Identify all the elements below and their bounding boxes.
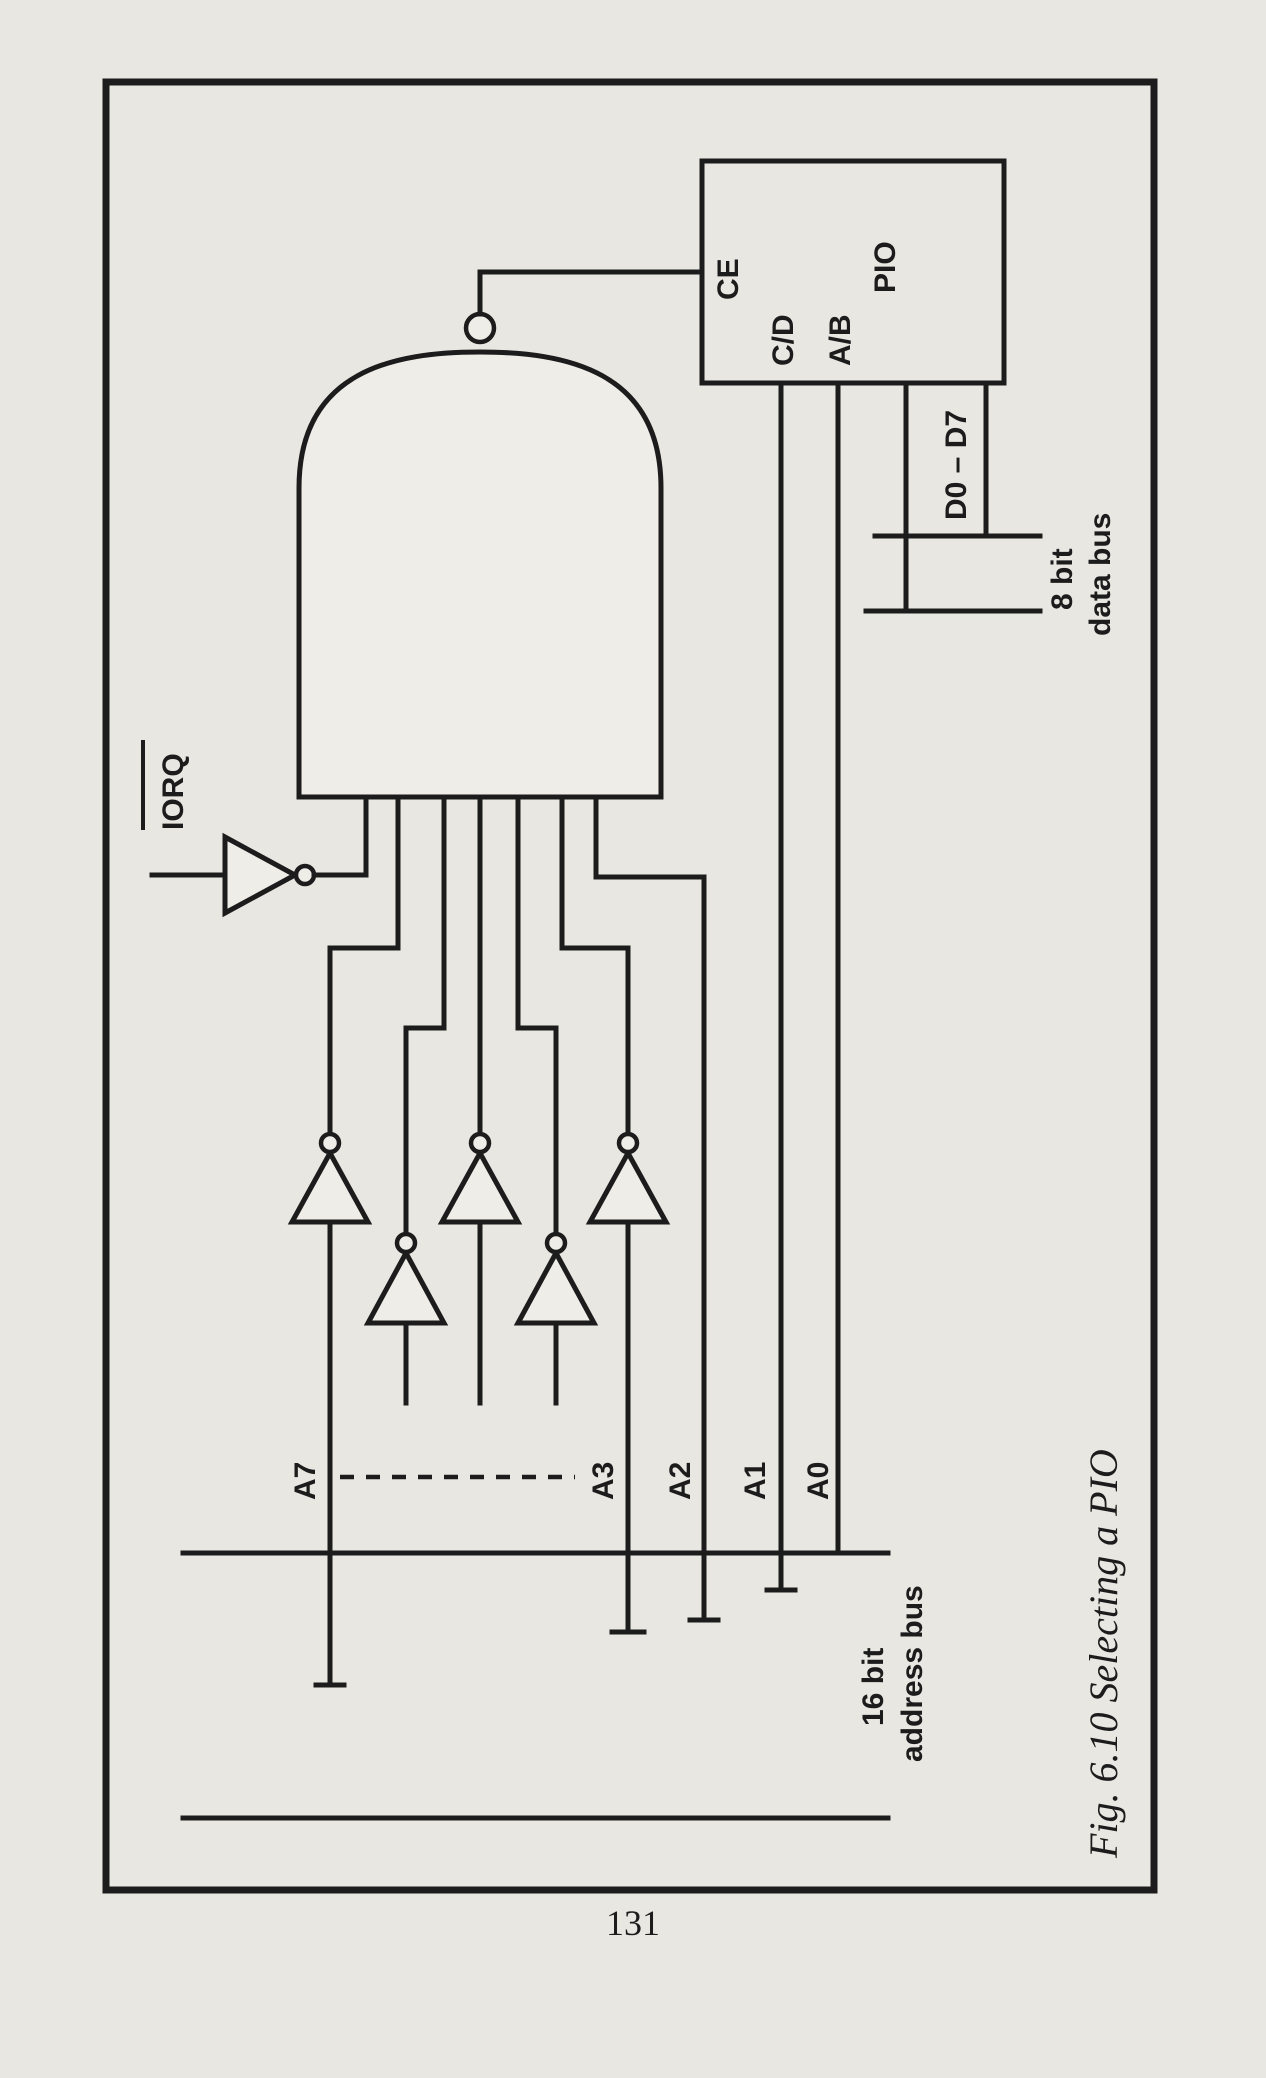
label-ce: CE: [712, 258, 745, 300]
label-pio: PIO: [869, 241, 902, 293]
page-number: 131: [606, 1903, 660, 1943]
inverter-a3: [585, 1131, 671, 1225]
inverter-a7: [287, 1131, 373, 1225]
label-address-bus-2: address bus: [896, 1585, 929, 1762]
label-data-bus-1: 8 bit: [1046, 548, 1079, 610]
nand-output-bubble: [463, 311, 497, 345]
address-bus: [180, 1550, 891, 1821]
label-a1: A1: [739, 1462, 772, 1500]
label-ab: A/B: [824, 314, 857, 366]
ce-wire: [477, 269, 705, 317]
label-data-bus-2: data bus: [1084, 513, 1117, 636]
inverter-4: [513, 1231, 599, 1326]
iorq-inverter: [149, 794, 369, 918]
label-a2: A2: [664, 1462, 697, 1500]
label-address-bus-1: 16 bit: [857, 1648, 890, 1726]
nand-gate: [296, 349, 664, 800]
label-a3: A3: [587, 1462, 620, 1500]
inverter-input-wires: [313, 1219, 721, 1688]
figure-caption: Fig. 6.10 Selecting a PIO: [1081, 1449, 1126, 1859]
data-lines: [903, 380, 989, 614]
figure-frame: [102, 78, 1158, 1894]
data-bus: [863, 533, 1043, 614]
label-cd: C/D: [767, 314, 800, 366]
label-d0-d7: D0 – D7: [940, 410, 973, 520]
label-a0: A0: [802, 1462, 835, 1500]
inverter-2: [363, 1231, 449, 1326]
label-a7: A7: [289, 1462, 322, 1500]
label-iorq: IORQ: [157, 753, 190, 830]
chip-select-address-lines: [764, 380, 841, 1593]
gate-input-wires: [327, 794, 707, 1623]
inverter-3: [437, 1131, 523, 1225]
